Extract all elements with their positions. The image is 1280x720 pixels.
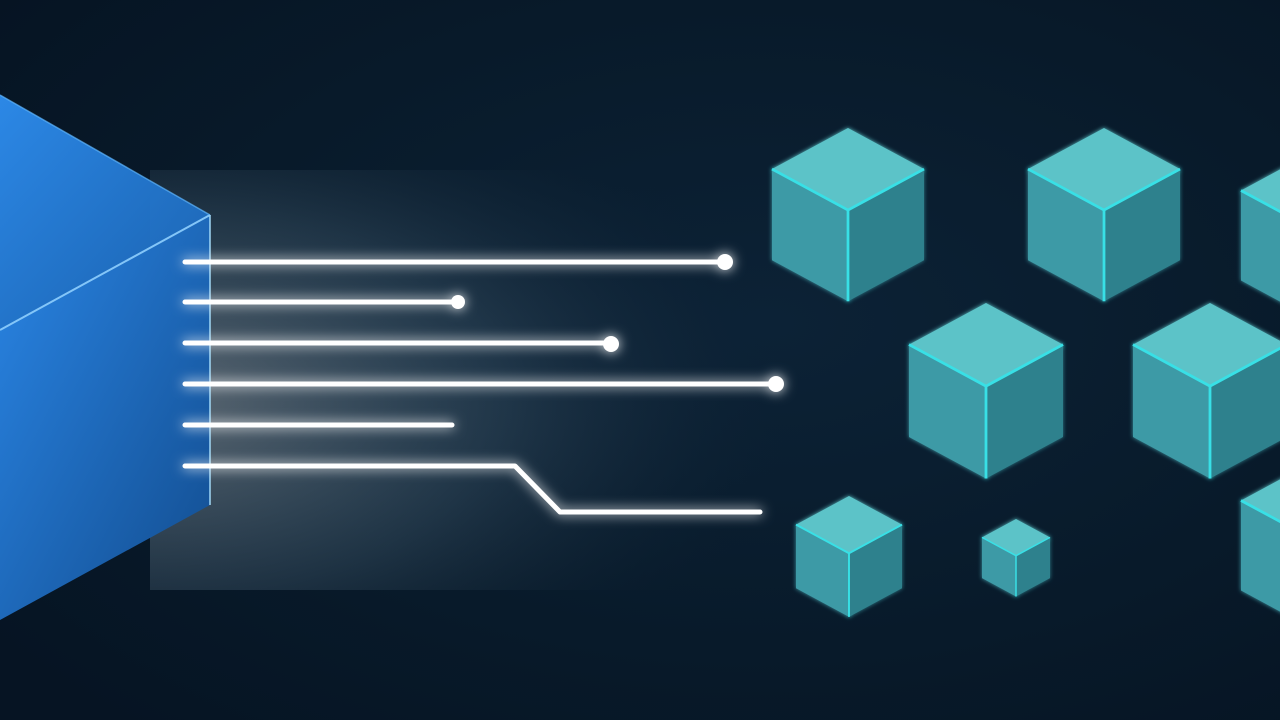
cube	[1240, 169, 1280, 302]
cube-edge	[1240, 189, 1280, 214]
cube-right-face	[848, 169, 924, 302]
cube	[908, 303, 1064, 479]
line-endpoint-dot	[717, 254, 733, 270]
cube	[981, 519, 1051, 597]
cube-left-face	[1241, 500, 1280, 612]
cube-left-face	[982, 537, 1016, 597]
source-block-edge	[0, 94, 211, 216]
cube-left-face	[796, 524, 849, 617]
cube	[795, 496, 903, 617]
cube-edge	[1240, 499, 1280, 524]
cube-right-face	[1104, 169, 1180, 302]
cube	[1240, 479, 1280, 612]
cube-top-face	[1133, 303, 1280, 387]
cube-left-face	[1133, 344, 1210, 479]
cube-right-face	[1210, 348, 1280, 479]
source-block-edge	[0, 214, 211, 331]
data-line-bent	[182, 463, 763, 515]
cube-left-face	[909, 344, 986, 479]
source-block-top-face	[0, 95, 210, 330]
cube-right-face	[1016, 537, 1050, 597]
line-endpoint-dot	[603, 336, 619, 352]
cube-cluster	[771, 128, 1280, 617]
line-endpoint-dot	[768, 376, 784, 392]
cube-left-face	[1241, 190, 1280, 302]
source-block	[0, 94, 211, 620]
data-lines	[182, 254, 784, 515]
source-block-front-face	[0, 215, 210, 620]
line-endpoint-dot	[451, 295, 465, 309]
cube-left-face	[772, 169, 848, 302]
cube-left-face	[1028, 169, 1104, 302]
cube-top-face	[1241, 169, 1280, 212]
cube	[771, 128, 925, 302]
cube-right-face	[849, 524, 902, 617]
cube	[1132, 303, 1280, 479]
cube-top-face	[1241, 479, 1280, 522]
cube	[1027, 128, 1181, 302]
cube-right-face	[986, 344, 1063, 479]
